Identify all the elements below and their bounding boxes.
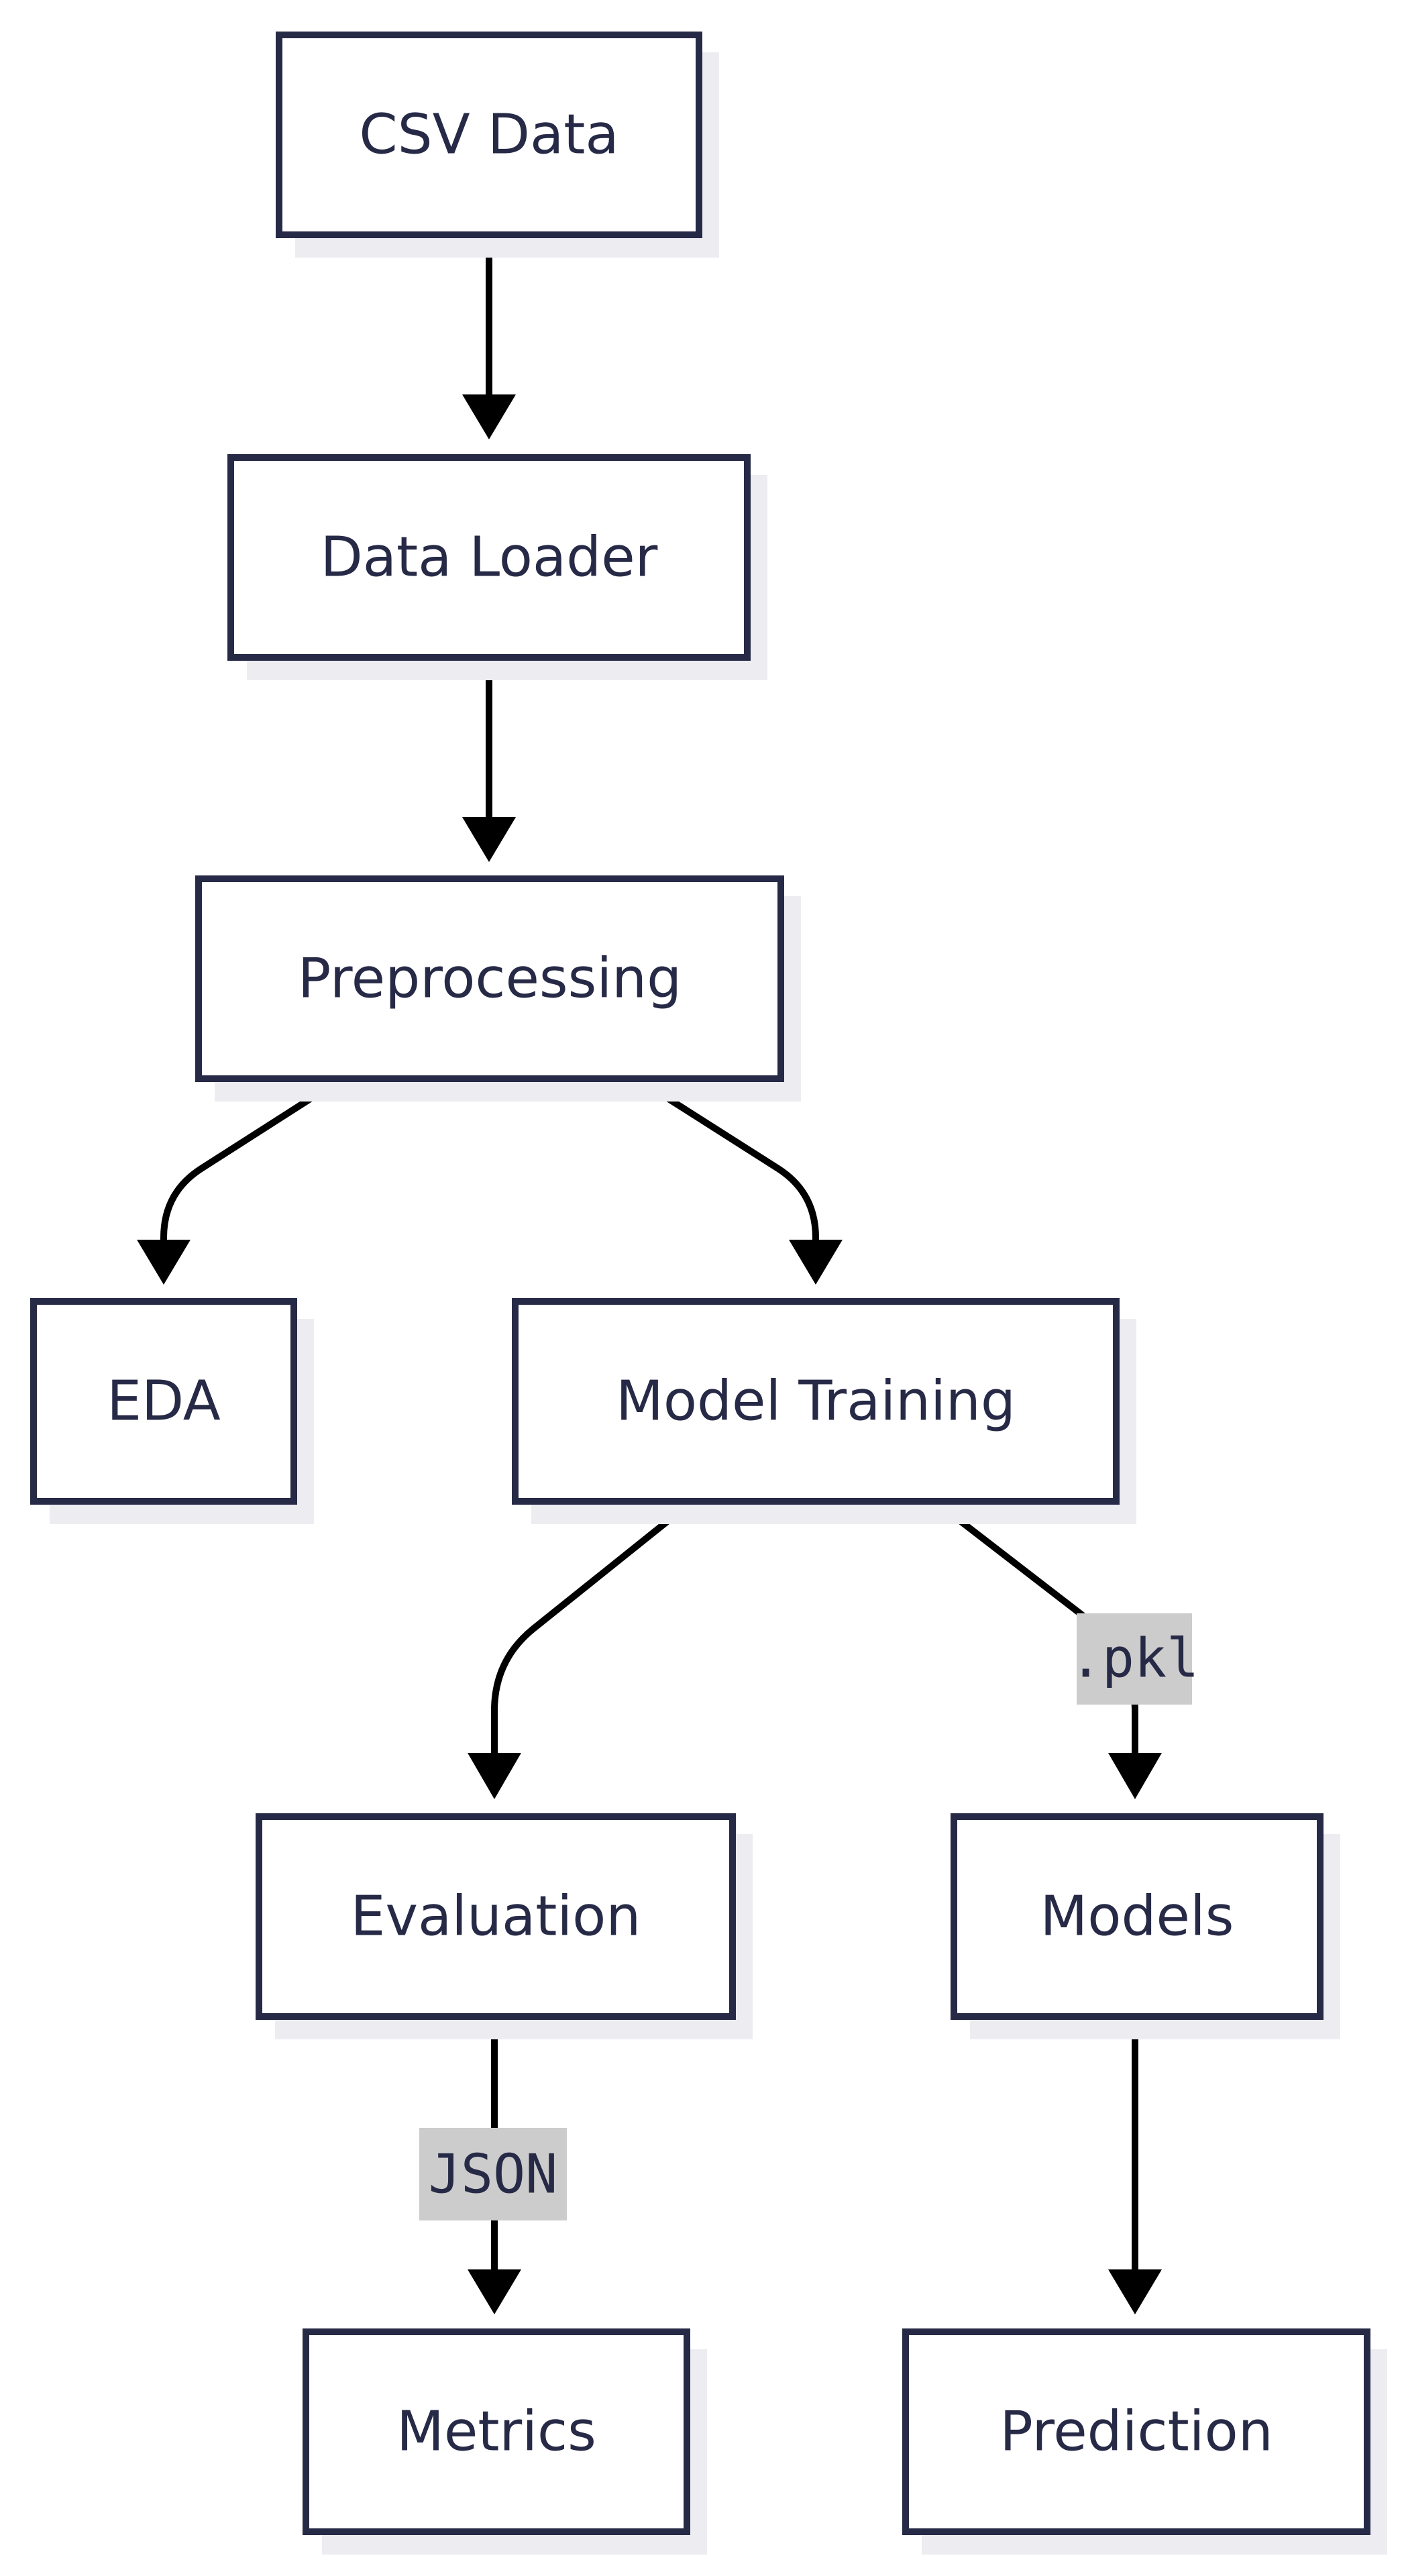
node-csv-data[interactable]: CSV Data [276,32,719,258]
node-data-loader-label: Data Loader [321,526,658,590]
edge-label-json-text: JSON [429,2143,558,2206]
node-prediction-label: Prediction [1000,2400,1273,2464]
arrowhead-models [1108,1753,1162,1799]
arrowhead-data-loader [462,394,516,439]
node-data-loader[interactable]: Data Loader [227,454,767,680]
arrowhead-model-training [789,1240,843,1285]
edge-model-training-to-evaluation [491,1502,691,1754]
edge-label-pkl-text: .pkl [1070,1627,1199,1690]
node-preprocessing[interactable]: Preprocessing [195,875,801,1102]
node-model-training[interactable]: Model Training [512,1298,1136,1524]
edge-preprocessing-to-model-training [643,1081,819,1241]
node-evaluation-label: Evaluation [351,1885,641,1949]
edge-label-pkl: .pkl [1070,1613,1199,1705]
edge-preprocessing-to-eda [160,1081,335,1241]
node-metrics-label: Metrics [396,2400,596,2464]
node-model-training-label: Model Training [616,1370,1016,1434]
arrowhead-metrics [468,2269,521,2314]
node-prediction[interactable]: Prediction [902,2328,1387,2555]
edge-label-json: JSON [419,2128,567,2220]
node-models-label: Models [1040,1885,1234,1949]
arrowhead-preprocessing [462,817,516,862]
node-models[interactable]: Models [951,1813,1340,2039]
node-csv-data-label: CSV Data [359,103,618,167]
node-eda-label: EDA [107,1370,221,1434]
node-eda[interactable]: EDA [30,1298,314,1524]
node-preprocessing-label: Preprocessing [298,947,682,1011]
arrowhead-prediction [1108,2269,1162,2314]
arrowhead-eda [137,1240,191,1285]
arrowhead-evaluation [468,1753,521,1799]
node-metrics[interactable]: Metrics [303,2328,707,2555]
node-evaluation[interactable]: Evaluation [256,1813,753,2039]
